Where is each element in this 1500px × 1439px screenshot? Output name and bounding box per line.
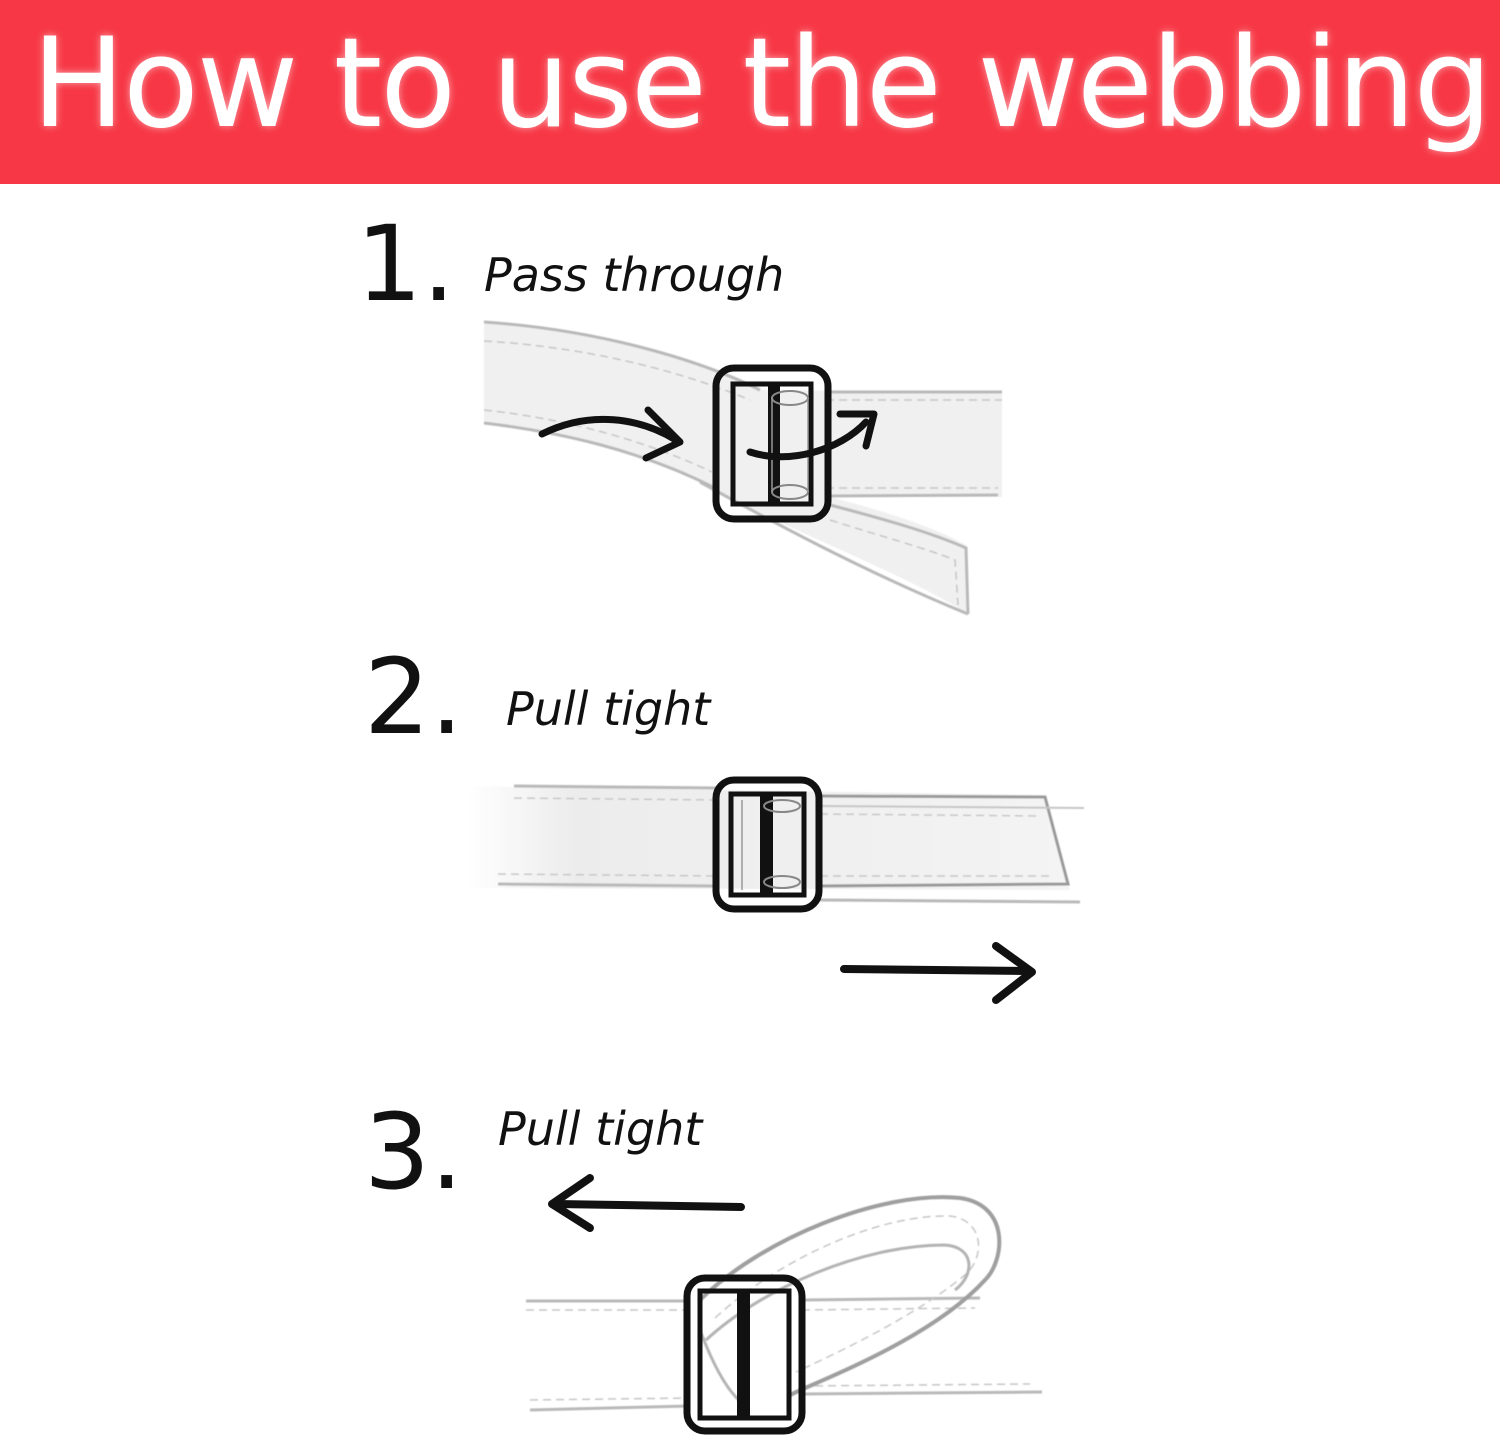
title-banner: How to use the webbing (0, 0, 1500, 184)
arrow-right-curved-icon (538, 406, 684, 462)
step-3-number: 3. (364, 1091, 464, 1213)
step-3-buckle (683, 1274, 806, 1435)
step-2-webbing (466, 784, 1085, 904)
step-3-illustration (526, 1174, 1043, 1435)
step-1-buckle (712, 364, 832, 523)
step-1-illustration (483, 320, 1002, 616)
page-title: How to use the webbing (31, 12, 1493, 156)
arrow-up-right-curved-icon (746, 410, 878, 461)
arrow-left-icon (548, 1174, 745, 1232)
step-2-illustration (466, 776, 1085, 1004)
step-2-label: Pull tight (506, 682, 711, 736)
step-1-webbing (483, 320, 1002, 616)
step-1-label: Pass through (484, 248, 785, 302)
step-2-buckle (712, 776, 823, 913)
step-3-webbing (526, 1195, 1043, 1412)
step-2-number: 2. (364, 636, 464, 758)
step-1-number: 1. (356, 203, 456, 325)
step-3-label: Pull tight (498, 1102, 703, 1156)
arrow-right-icon (840, 942, 1036, 1004)
